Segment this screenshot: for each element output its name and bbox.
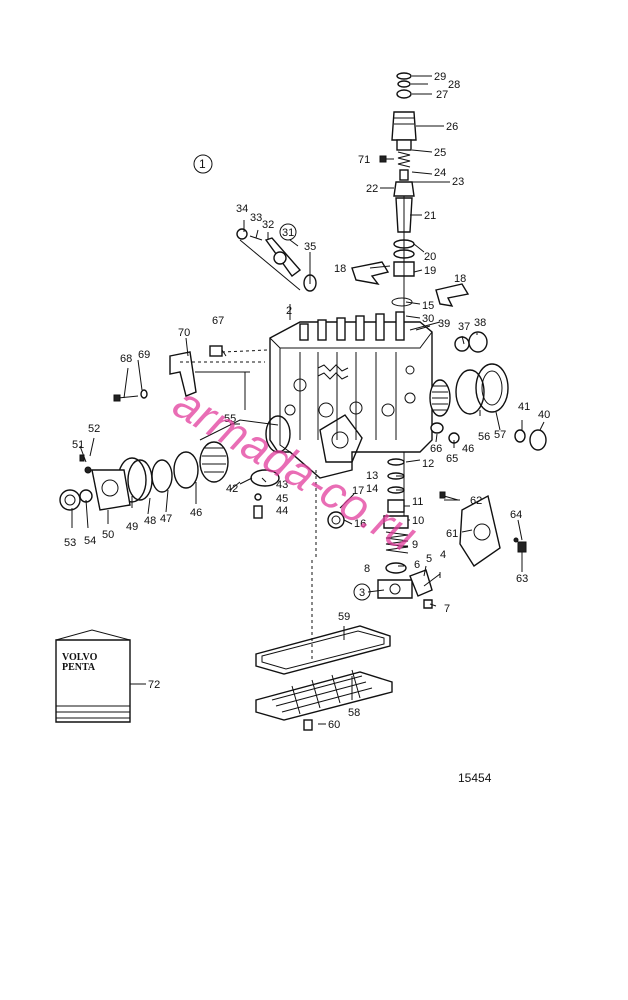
- callout-47: 47: [160, 513, 172, 525]
- callout-43: 43: [276, 479, 288, 491]
- callout-46-right: 46: [462, 443, 474, 455]
- callout-63: 63: [516, 573, 528, 585]
- bracket-70: [113, 345, 269, 402]
- callout-70: 70: [178, 327, 190, 339]
- callout-56: 56: [478, 431, 490, 443]
- group-number-label: 1: [199, 157, 206, 171]
- callout-60: 60: [328, 719, 340, 731]
- callout-72: 72: [148, 679, 160, 691]
- bolt-71: [379, 155, 394, 163]
- callout-44: 44: [276, 505, 288, 517]
- callout-22: 22: [366, 183, 378, 195]
- callout-21: 21: [424, 210, 436, 222]
- right-side-assembly: [409, 321, 547, 451]
- callout-46-left: 46: [190, 507, 202, 519]
- callout-40: 40: [538, 409, 550, 421]
- callout-23: 23: [452, 176, 464, 188]
- callout-64: 64: [510, 509, 522, 521]
- left-side-assembly: [59, 361, 291, 519]
- callout-57: 57: [494, 429, 506, 441]
- callout-29: 29: [434, 71, 446, 83]
- callout-25: 25: [434, 147, 446, 159]
- manual-brand-line1: VOLVO: [62, 652, 98, 663]
- callout-52: 52: [88, 423, 100, 435]
- callout-66: 66: [430, 443, 442, 455]
- callout-34: 34: [236, 203, 248, 215]
- callout-58: 58: [348, 707, 360, 719]
- sump-plates: [255, 625, 393, 731]
- lower-element-stack: [311, 452, 441, 660]
- callout-3: 3: [359, 587, 365, 599]
- callout-5: 5: [426, 553, 432, 565]
- callout-18-right: 18: [454, 273, 466, 285]
- callout-6: 6: [414, 559, 420, 571]
- callout-9: 9: [412, 539, 418, 551]
- callout-4: 4: [440, 549, 446, 561]
- callout-12: 12: [422, 458, 434, 470]
- callout-31: 31: [282, 227, 294, 239]
- callout-37: 37: [458, 321, 470, 333]
- manual-icon: VOLVO PENTA: [55, 629, 131, 723]
- callout-62: 62: [470, 495, 482, 507]
- callout-71: 71: [358, 154, 370, 166]
- callout-7: 7: [444, 603, 450, 615]
- callout-labels: 1 29 28 27 26 71 25 24 23 22 21 34 33 32…: [64, 71, 550, 785]
- pump-housing: [269, 311, 433, 479]
- callout-32: 32: [262, 219, 274, 231]
- callout-53: 53: [64, 537, 76, 549]
- delivery-valve-stack: [391, 72, 417, 320]
- callout-10: 10: [412, 515, 424, 527]
- callout-18-top: 18: [334, 263, 346, 275]
- leader-lines: [71, 75, 545, 725]
- callout-20: 20: [424, 251, 436, 263]
- control-rod-parts: [236, 228, 317, 292]
- callout-27: 27: [436, 89, 448, 101]
- callout-69: 69: [138, 349, 150, 361]
- callout-61: 61: [446, 528, 458, 540]
- callout-2: 2: [286, 305, 292, 317]
- callout-24: 24: [434, 167, 446, 179]
- callout-68: 68: [120, 353, 132, 365]
- callout-11: 11: [412, 496, 423, 508]
- callout-38: 38: [474, 317, 486, 329]
- callout-33: 33: [250, 212, 262, 224]
- callout-42: 42: [226, 483, 238, 495]
- callout-54: 54: [84, 535, 96, 547]
- callout-51: 51: [72, 439, 84, 451]
- callout-35: 35: [304, 241, 316, 253]
- callout-50: 50: [102, 529, 114, 541]
- callout-41: 41: [518, 401, 530, 413]
- manual-brand-line2: PENTA: [62, 662, 96, 673]
- callout-67: 67: [212, 315, 224, 327]
- callout-49: 49: [126, 521, 138, 533]
- callout-8: 8: [364, 563, 370, 575]
- callout-39: 39: [438, 318, 450, 330]
- callout-55: 55: [224, 413, 236, 425]
- callout-14: 14: [366, 483, 378, 495]
- callout-13: 13: [366, 470, 378, 482]
- callout-26: 26: [446, 121, 458, 133]
- callout-45: 45: [276, 493, 288, 505]
- callout-65: 65: [446, 453, 458, 465]
- callout-28: 28: [448, 79, 460, 91]
- drawing-number: 15454: [458, 771, 492, 785]
- callout-48: 48: [144, 515, 156, 527]
- callout-16: 16: [354, 518, 366, 530]
- callout-59: 59: [338, 611, 350, 623]
- callout-19: 19: [424, 265, 436, 277]
- callout-17: 17: [352, 485, 364, 497]
- callout-30: 30: [422, 313, 434, 325]
- callout-15: 15: [422, 300, 434, 312]
